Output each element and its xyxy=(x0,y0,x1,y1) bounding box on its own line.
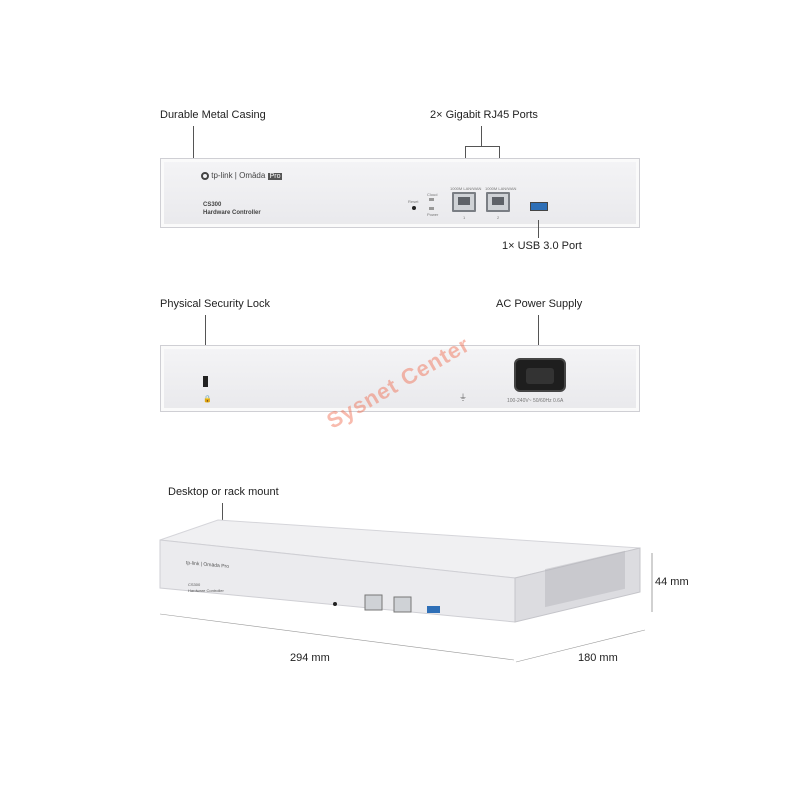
rear-panel: 🔒 ⏚ 100-240V~ 50/60Hz 0.6A xyxy=(160,345,640,412)
dim-line-depth xyxy=(515,629,646,663)
label-rj45: 2× Gigabit RJ45 Ports xyxy=(430,109,538,121)
label-mount: Desktop or rack mount xyxy=(168,486,279,498)
rj45-port-2[interactable] xyxy=(486,192,510,212)
usb-port xyxy=(427,606,440,613)
callout-line xyxy=(481,126,482,146)
port2-label: 1000M LAN/WAN xyxy=(485,186,517,191)
reset-button[interactable] xyxy=(412,206,416,210)
callout-line xyxy=(205,315,206,373)
power-led xyxy=(429,207,434,210)
reset-label: Reset xyxy=(408,199,419,204)
ac-power-inlet[interactable] xyxy=(514,358,566,392)
model-text: CS300 xyxy=(203,202,222,208)
rj45-port-1[interactable] xyxy=(452,192,476,212)
label-depth: 180 mm xyxy=(578,652,618,664)
device-model: CS300 xyxy=(188,582,201,587)
cloud-led-label: Cloud xyxy=(427,192,438,197)
rj45-port-1 xyxy=(364,594,383,611)
cloud-led xyxy=(429,198,434,201)
callout-line xyxy=(193,126,194,170)
dim-line-width xyxy=(159,613,515,661)
port1-label: 1000M LAN/WAN xyxy=(450,186,482,191)
label-width: 294 mm xyxy=(290,652,330,664)
power-rating: 100-240V~ 50/60Hz 0.6A xyxy=(507,398,564,404)
callout-line xyxy=(222,503,223,533)
port2-number: 2 xyxy=(497,215,500,220)
label-casing: Durable Metal Casing xyxy=(160,109,266,121)
front-panel: tp-link | Omāda Pro CS300 Hardware Contr… xyxy=(160,158,640,228)
rj45-port-2 xyxy=(393,596,412,613)
lock-icon: 🔒 xyxy=(203,396,212,403)
callout-line xyxy=(465,146,499,147)
label-lock: Physical Security Lock xyxy=(160,298,271,310)
usb-port[interactable] xyxy=(530,202,548,211)
ground-icon: ⏚ xyxy=(459,393,467,402)
power-led-label: Power xyxy=(427,212,439,217)
label-power: AC Power Supply xyxy=(496,298,583,310)
port1-number: 1 xyxy=(463,215,466,220)
device-product: Hardware Controller xyxy=(188,588,224,593)
callout-line xyxy=(538,315,539,355)
product-text: Hardware Controller xyxy=(203,210,261,216)
label-usb: 1× USB 3.0 Port xyxy=(502,240,582,252)
reset-button xyxy=(333,602,337,606)
side-vent xyxy=(545,550,625,608)
tp-link-logo: tp-link | Omāda Pro xyxy=(201,171,283,180)
security-lock-slot[interactable] xyxy=(203,376,208,387)
callout-line xyxy=(538,220,539,238)
label-height: 44 mm xyxy=(655,576,689,588)
